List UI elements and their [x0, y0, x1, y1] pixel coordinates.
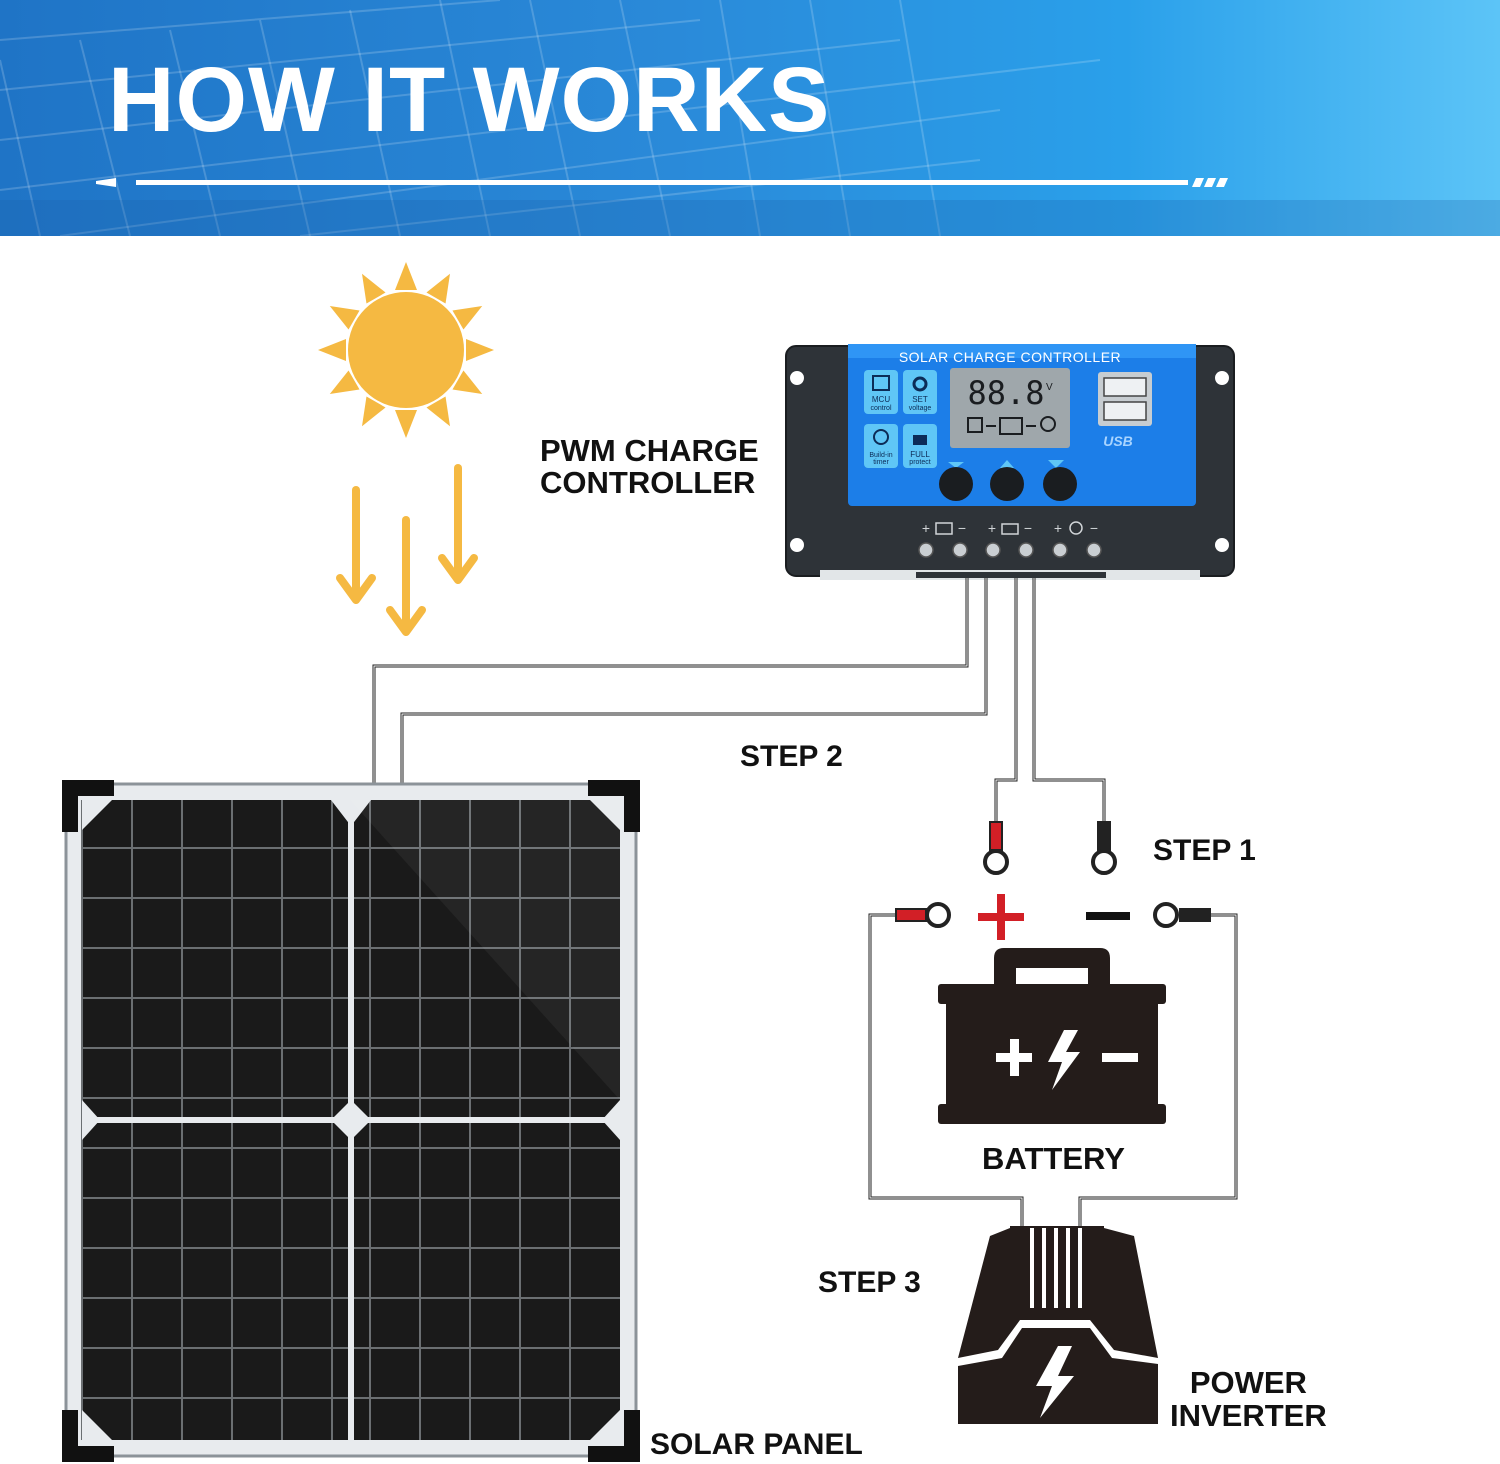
power-inverter-label: POWER INVERTER	[1170, 1365, 1327, 1433]
solar-panel-background-pattern	[0, 0, 1500, 236]
arrow-down-icon	[438, 464, 478, 584]
solar-wire	[372, 578, 969, 790]
mounting-hole	[1215, 371, 1229, 385]
charge-controller: SOLAR CHARGE CONTROLLER MCU control SET …	[785, 344, 1235, 580]
svg-text:SET: SET	[912, 395, 928, 404]
lcd-display	[950, 368, 1070, 448]
sun-rays	[318, 262, 494, 438]
wiring-diagram: SOLAR CHARGE CONTROLLER MCU control SET …	[62, 262, 1238, 1462]
sunlight-arrows	[336, 464, 478, 636]
battery-icon	[938, 948, 1166, 1124]
controller-header: SOLAR CHARGE CONTROLLER	[899, 349, 1121, 365]
title-underline	[96, 178, 1228, 187]
svg-text:+: +	[1054, 520, 1062, 536]
svg-text:timer: timer	[873, 459, 889, 466]
svg-text:voltage: voltage	[909, 405, 932, 412]
minus-icon	[1086, 912, 1130, 920]
arrow-down-icon	[336, 486, 376, 604]
svg-text:+: +	[988, 520, 996, 536]
battery-wire-positive	[994, 578, 1018, 822]
sun-icon	[318, 262, 494, 438]
power-inverter-icon	[958, 1226, 1158, 1424]
polarity-symbols	[978, 894, 1130, 940]
mounting-hole	[790, 538, 804, 552]
battery-icon	[1001, 523, 1019, 535]
step-3-label: STEP 3	[818, 1266, 921, 1299]
negative-ring-terminal	[1153, 902, 1211, 928]
positive-ring-terminal	[983, 821, 1009, 875]
svg-text:FULL: FULL	[910, 450, 930, 459]
negative-ring-terminal	[1091, 821, 1117, 875]
step-1-label: STEP 1	[1153, 834, 1256, 867]
svg-text:Build-in: Build-in	[869, 452, 892, 459]
svg-text:−: −	[1024, 520, 1032, 536]
svg-text:V: V	[1046, 382, 1053, 393]
lcd-readout: 88.8	[967, 374, 1044, 412]
svg-text:−: −	[958, 520, 966, 536]
charge-controller-label: PWM CHARGE CONTROLLER	[540, 433, 759, 500]
arrow-down-icon	[386, 516, 426, 636]
solar-panel-label: SOLAR PANEL	[650, 1428, 863, 1461]
solar-icon	[935, 522, 953, 535]
usb-icon: USB	[1103, 433, 1133, 449]
svg-text:MCU: MCU	[872, 395, 890, 404]
mounting-hole	[1215, 538, 1229, 552]
plus-icon	[978, 894, 1024, 940]
step-2-label: STEP 2	[740, 740, 843, 773]
battery-wire-negative	[1032, 578, 1106, 822]
set-voltage-icon	[903, 370, 937, 414]
svg-text:protect: protect	[909, 459, 930, 466]
lock-icon	[903, 424, 937, 468]
header-banner: HOW IT WORKS	[0, 0, 1500, 236]
positive-ring-terminal	[895, 902, 951, 928]
svg-text:control: control	[870, 405, 891, 412]
svg-text:−: −	[1090, 520, 1098, 536]
battery-label: BATTERY	[982, 1141, 1125, 1176]
panel-corner-brackets	[62, 780, 640, 1462]
solar-panel-icon	[62, 780, 640, 1462]
bulb-icon	[1069, 521, 1083, 535]
usb-ports: USB	[1098, 372, 1152, 449]
svg-text:+: +	[922, 520, 930, 536]
up-button[interactable]	[990, 467, 1024, 501]
menu-button[interactable]	[939, 467, 973, 501]
ring-terminals	[895, 821, 1211, 928]
down-button[interactable]	[1043, 467, 1077, 501]
mounting-hole	[790, 371, 804, 385]
solar-wire	[400, 578, 988, 790]
lcd-status-icons	[967, 416, 1056, 435]
timer-icon	[864, 424, 898, 468]
page-title: HOW IT WORKS	[108, 49, 831, 151]
function-panel: MCU control SET voltage Build-in timer F…	[864, 370, 937, 468]
control-knobs	[939, 460, 1077, 501]
terminal-block: + − + − + −	[820, 520, 1200, 580]
